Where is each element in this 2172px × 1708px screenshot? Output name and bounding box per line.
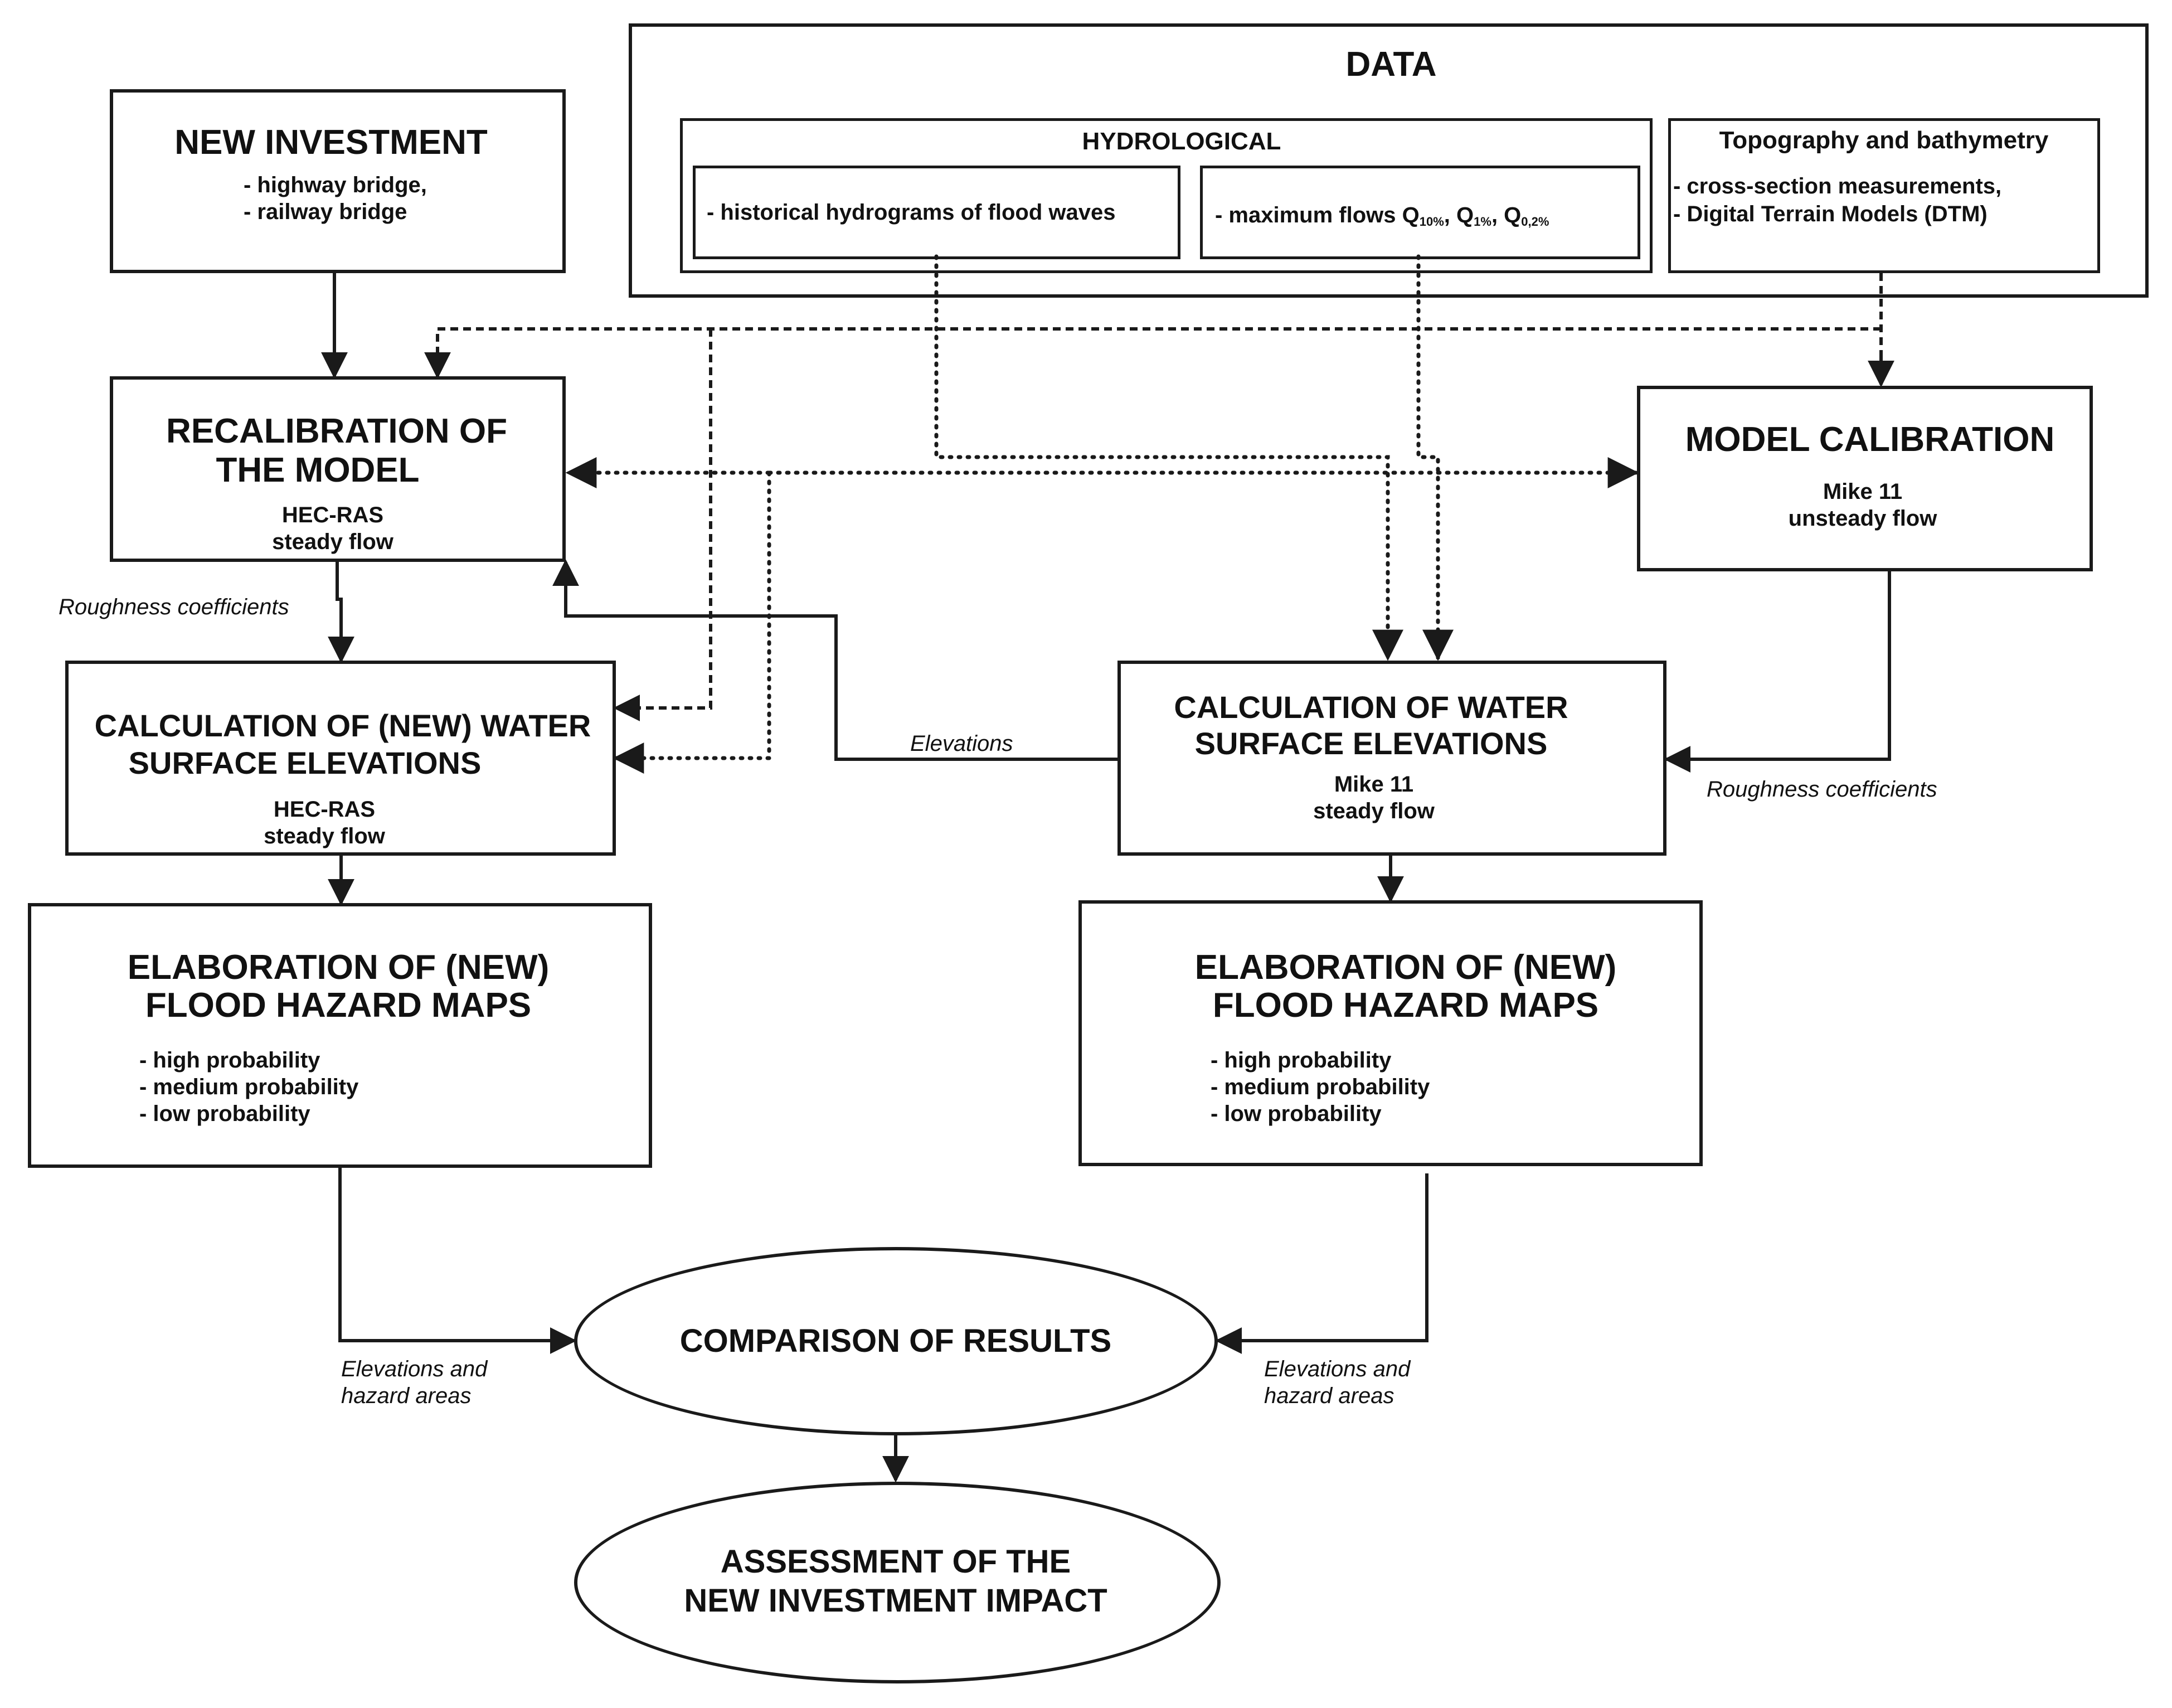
label-elevations-hazard-right-1: Elevations and <box>1264 1357 1411 1381</box>
hydrograms-box <box>693 166 1180 259</box>
maps-right-title-line-1: ELABORATION OF (NEW) <box>1194 948 1617 987</box>
dashed-topography-to-calc-left <box>613 329 712 721</box>
dotted-maxflows-to-calc-right <box>1416 254 1454 661</box>
calc-left-box <box>65 661 616 856</box>
arrow-maps-left-to-comparison <box>338 1168 577 1354</box>
model-calibration-model: Mike 11 <box>1823 479 1903 504</box>
topography-box <box>1668 118 2100 273</box>
recalibration-model: HEC-RAS <box>281 503 384 527</box>
calc-right-flow: steady flow <box>1313 799 1435 823</box>
hydrological-box <box>680 118 1653 273</box>
topography-title: Topography and bathymetry <box>1719 127 2049 154</box>
maps-left-item-1: - high probability <box>139 1048 320 1073</box>
maximum-flows-text: - maximum flows Q10%, Q1%, Q0,2% <box>1215 203 1549 229</box>
new-investment-box <box>110 89 566 273</box>
maps-right-box <box>1078 900 1703 1166</box>
hydrological-title: HYDROLOGICAL <box>1082 128 1281 155</box>
calc-left-title-line-2: SURFACE ELEVATIONS <box>128 745 482 780</box>
model-calibration-box <box>1637 386 2093 571</box>
label-elevations-hazard-left-1: Elevations and <box>341 1357 488 1381</box>
recalibration-title-line-1: RECALIBRATION OF <box>166 412 507 450</box>
hydrograms-text: - historical hydrograms of flood waves <box>707 200 1116 225</box>
new-investment-title: NEW INVESTMENT <box>174 123 488 162</box>
recalibration-title-line-2: THE MODEL <box>216 451 420 489</box>
maps-left-box <box>28 903 652 1168</box>
q1-subscript: 1% <box>1474 215 1491 229</box>
assessment-label-line-1: ASSESSMENT OF THE <box>720 1544 1071 1580</box>
model-calibration-title: MODEL CALIBRATION <box>1685 420 2055 459</box>
recalibration-box <box>110 376 566 562</box>
maps-left-item-2: - medium probability <box>139 1075 359 1099</box>
new-investment-item-1: - highway bridge, <box>244 173 427 197</box>
dotted-to-calc-left <box>613 470 771 774</box>
topography-item-2: - Digital Terrain Models (DTM) <box>1673 202 1988 226</box>
calc-left-flow: steady flow <box>264 824 385 848</box>
calc-right-title-line-2: SURFACE ELEVATIONS <box>1194 726 1548 761</box>
dotted-hydrograms-to-calc-right <box>934 254 1403 661</box>
assessment-label-line-2: NEW INVESTMENT IMPACT <box>684 1583 1107 1619</box>
dashed-topography-to-recalibration <box>424 327 1881 379</box>
maps-left-item-3: - low probability <box>139 1102 310 1126</box>
arrow-recalibration-to-calc-left <box>328 562 354 663</box>
label-elevations: Elevations <box>910 731 1013 756</box>
maximum-flows-box <box>1200 166 1640 259</box>
new-investment-item-2: - railway bridge <box>244 200 407 224</box>
q02-subscript: 0,2% <box>1521 215 1549 229</box>
label-elevations-hazard-right-2: hazard areas <box>1264 1384 1394 1408</box>
maps-right-item-2: - medium probability <box>1211 1075 1430 1099</box>
topography-item-1: - cross-section measurements, <box>1673 174 2002 198</box>
assessment-ellipse <box>574 1482 1221 1683</box>
calc-left-model: HEC-RAS <box>273 797 376 822</box>
data-title: DATA <box>1345 45 1437 84</box>
label-elevations-hazard-left-2: hazard areas <box>341 1384 472 1408</box>
q10-subscript: 10% <box>1419 215 1444 229</box>
calc-right-title-line-1: CALCULATION OF WATER <box>1174 690 1568 725</box>
label-roughness-left: Roughness coefficients <box>59 595 289 619</box>
data-box <box>629 23 2149 298</box>
model-calibration-flow: unsteady flow <box>1788 506 1937 531</box>
arrow-calc-right-to-recalibration <box>552 559 1117 761</box>
calc-left-title-line-1: CALCULATION OF (NEW) WATER <box>94 708 591 743</box>
label-roughness-right: Roughness coefficients <box>1707 777 1937 802</box>
calc-right-box <box>1117 661 1666 856</box>
arrow-maps-right-to-comparison <box>1215 1173 1428 1354</box>
calc-right-model: Mike 11 <box>1334 772 1414 797</box>
comparison-ellipse <box>574 1247 1218 1435</box>
maps-right-item-1: - high probability <box>1211 1048 1392 1073</box>
arrow-model-calibration-to-calc-right <box>1664 571 1891 773</box>
comparison-label: COMPARISON OF RESULTS <box>679 1323 1112 1359</box>
maps-left-title-line-1: ELABORATION OF (NEW) <box>127 948 550 987</box>
maps-right-item-3: - low probability <box>1211 1102 1382 1126</box>
recalibration-flow: steady flow <box>272 530 393 554</box>
maps-left-title-line-2: FLOOD HAZARD MAPS <box>145 986 532 1025</box>
maps-right-title-line-2: FLOOD HAZARD MAPS <box>1212 986 1599 1025</box>
